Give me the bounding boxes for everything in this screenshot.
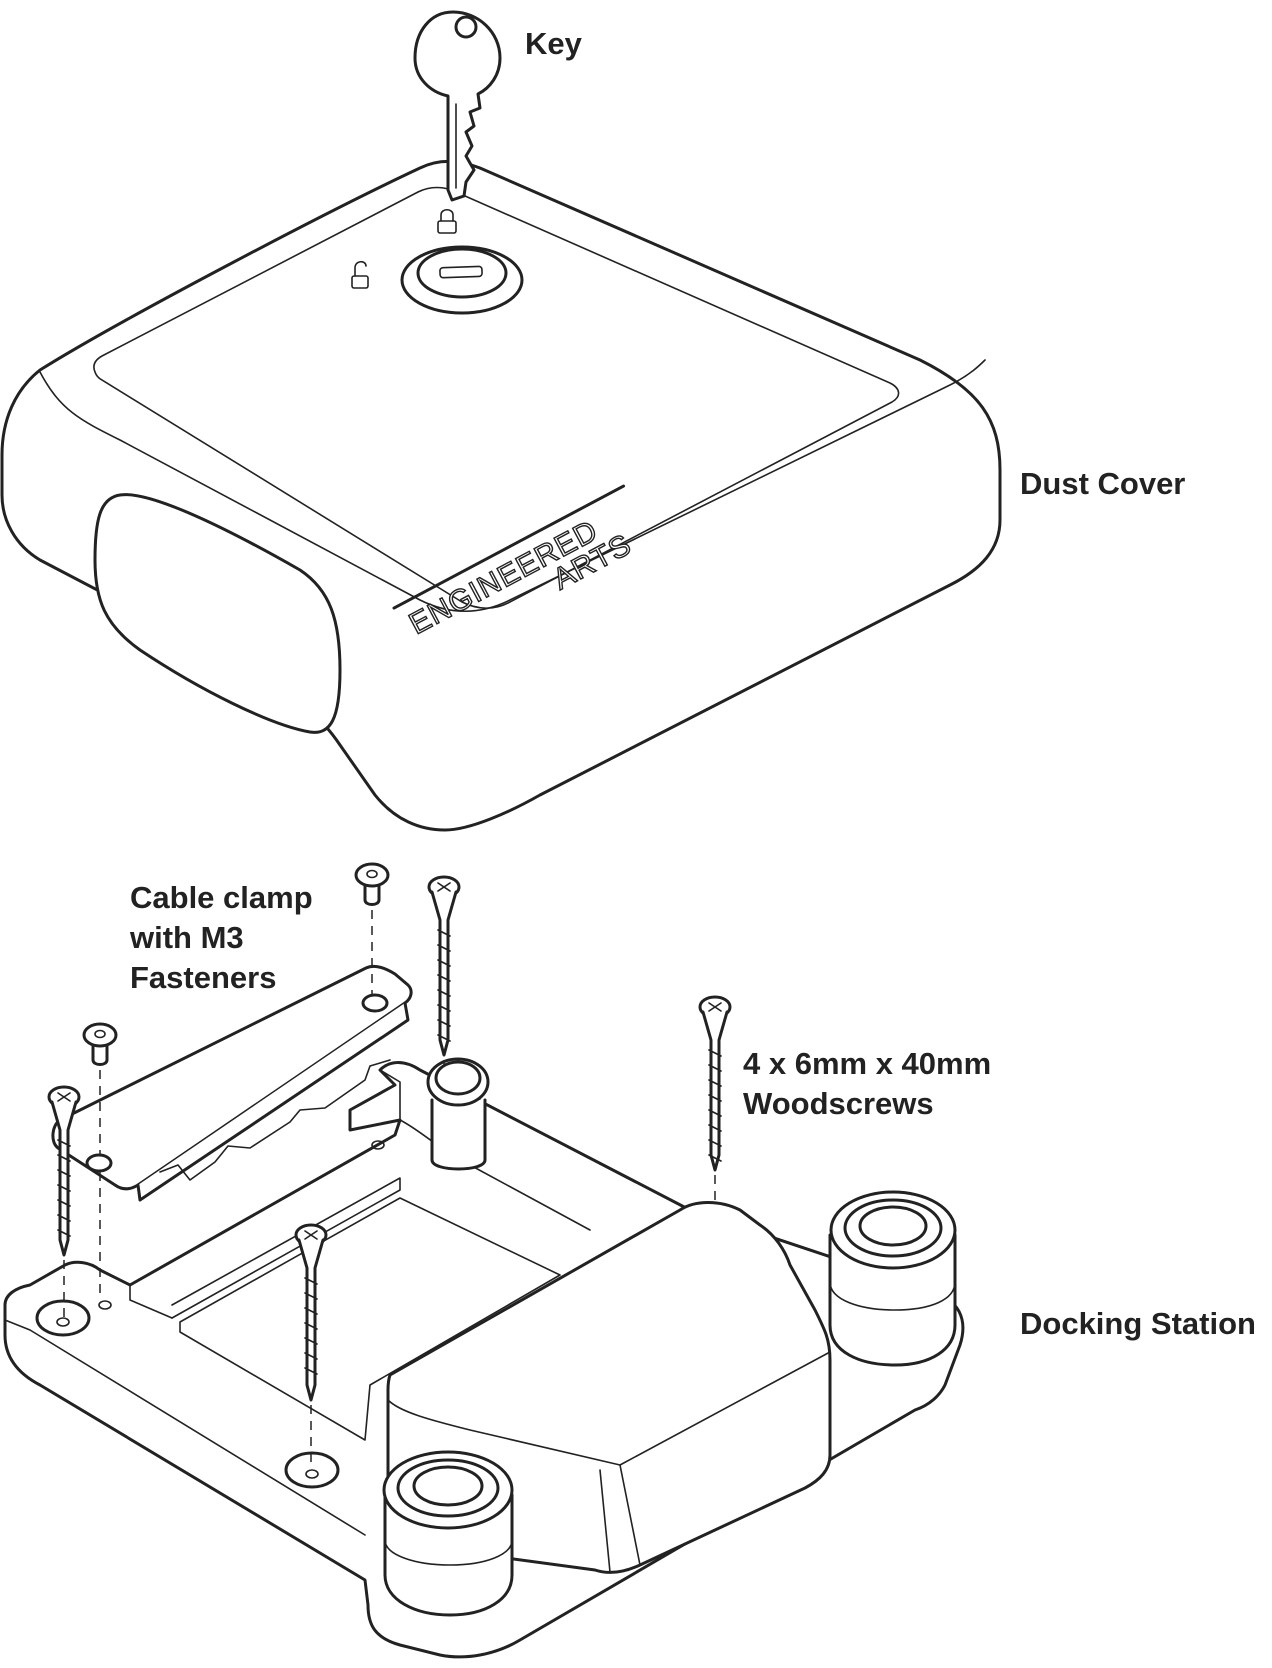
label-woodscrews-line2: Woodscrews: [743, 1086, 934, 1121]
label-woodscrews: 4 x 6mm x 40mm Woodscrews: [743, 1044, 991, 1124]
woodscrew-2: [698, 995, 732, 1172]
alignment-lines: [63, 910, 716, 1468]
label-woodscrews-line1: 4 x 6mm x 40mm: [743, 1046, 992, 1081]
label-cable-clamp-line2: with M3: [130, 920, 244, 955]
woodscrew-3: [47, 1085, 81, 1257]
cable-clamp: [51, 964, 413, 1202]
label-cable-clamp-line3: Fasteners: [130, 960, 277, 995]
docking-station: [3, 1057, 965, 1659]
key: [413, 10, 502, 202]
label-key: Key: [525, 26, 582, 61]
label-cable-clamp: Cable clamp with M3 Fasteners: [130, 878, 313, 998]
woodscrew-4: [294, 1223, 328, 1402]
m3-fastener-2: [82, 1022, 118, 1066]
woodscrew-1: [427, 875, 461, 1057]
dust-cover: ENGINEERED ARTS: [0, 159, 1002, 832]
label-dust-cover: Dust Cover: [1020, 466, 1186, 501]
label-docking-station: Docking Station: [1020, 1306, 1256, 1341]
label-cable-clamp-line1: Cable clamp: [130, 880, 313, 915]
m3-fastener-1: [354, 862, 390, 906]
